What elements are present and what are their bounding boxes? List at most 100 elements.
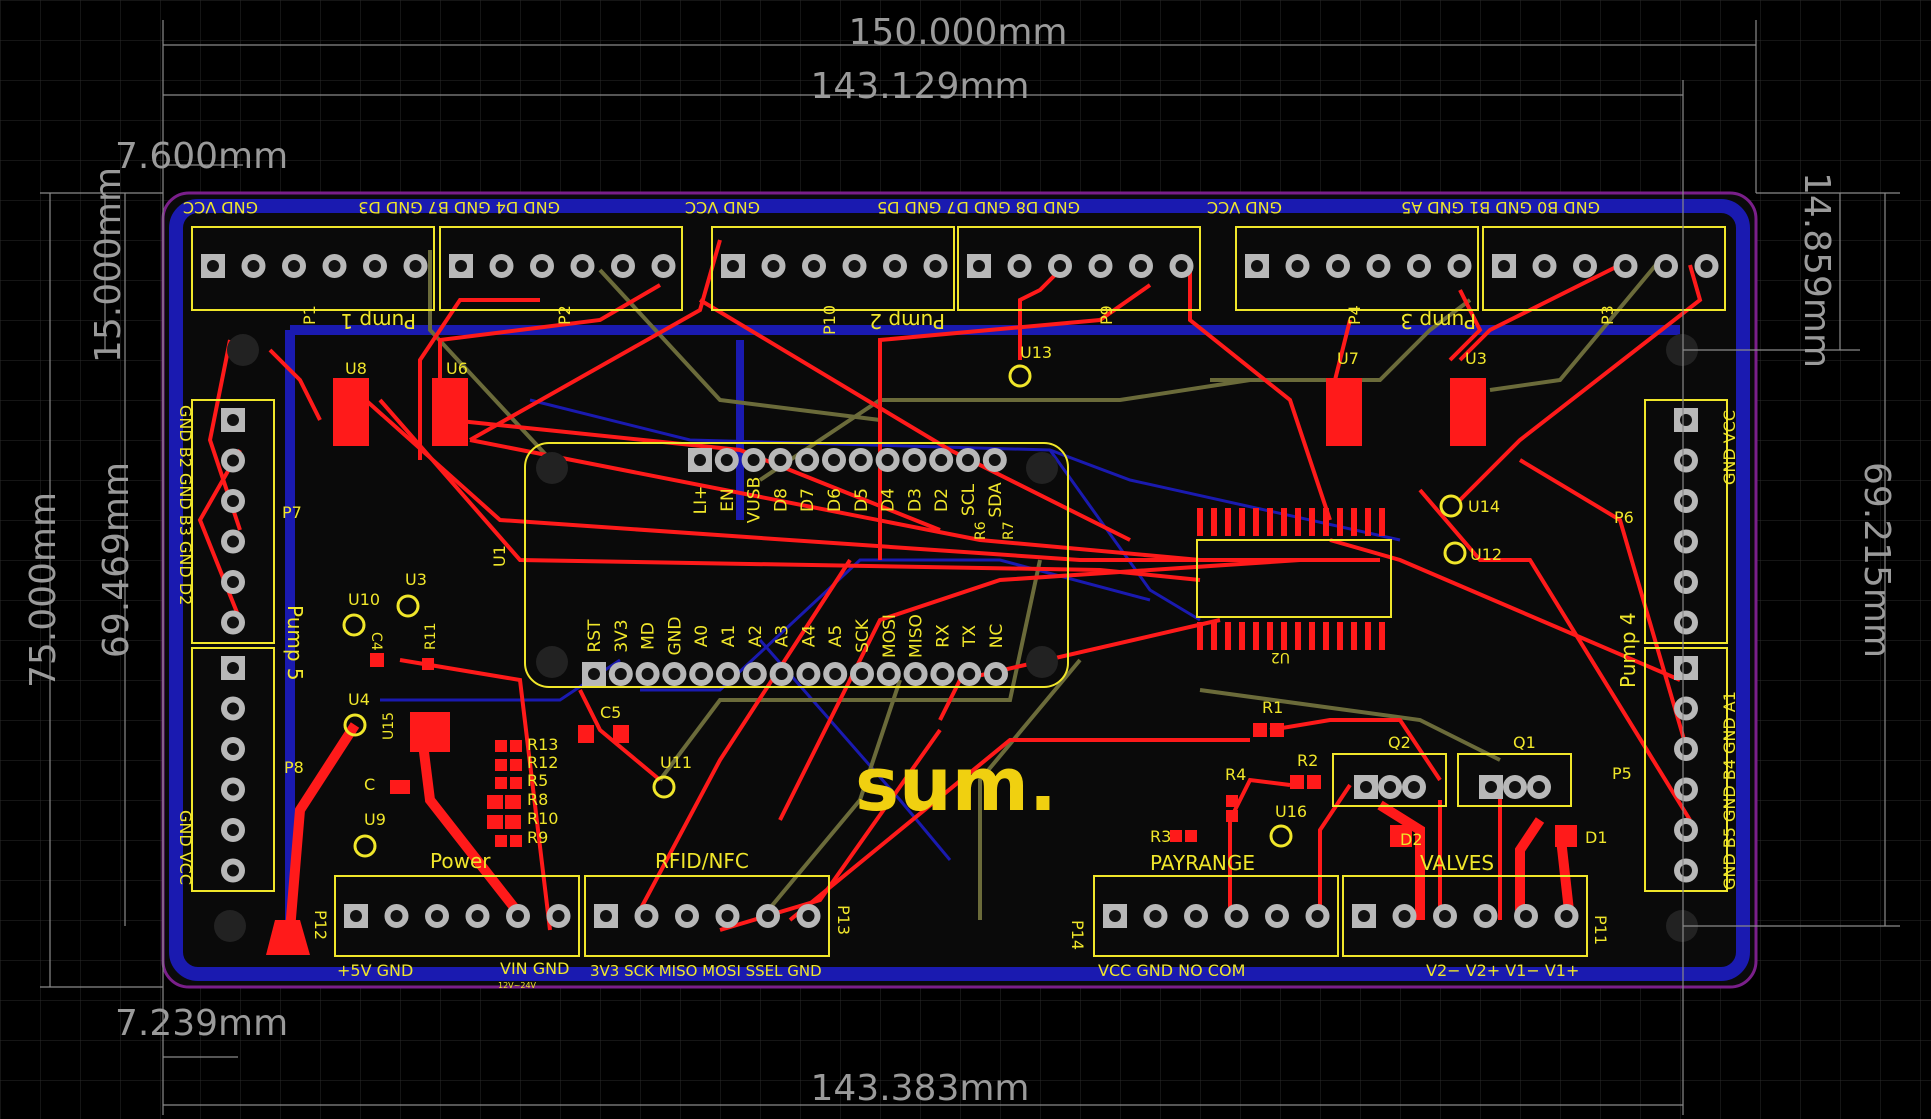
p3-pad-hole: [1498, 260, 1510, 272]
r3-ref: R3: [1150, 827, 1171, 846]
p10-pad-hole: [808, 260, 820, 272]
r8-ref: R8: [527, 790, 548, 809]
p13-pad-hole: [600, 910, 612, 922]
tp-u14: [1439, 494, 1463, 518]
mcu-bottom-pin-label: A0: [692, 625, 712, 647]
p7-pad-hole: [227, 535, 239, 548]
q2-ref: Q2: [1388, 733, 1411, 752]
tp-u10: [342, 613, 366, 637]
c5-ref: C5: [600, 703, 621, 722]
p4-pad-hole: [1251, 260, 1263, 272]
mcu-top-pin-label: D7: [798, 488, 818, 512]
u13-ref: U13: [1020, 343, 1052, 362]
p10-pad-hole: [727, 260, 739, 272]
p6-pad-hole: [1680, 535, 1692, 548]
mcu-top-pin-label: SCL: [959, 483, 979, 516]
p6-outline: [1644, 399, 1728, 644]
p2-pad-hole: [495, 260, 508, 272]
p9-pad-hole: [1094, 260, 1107, 272]
q2-pad-hole: [1360, 781, 1372, 793]
p9-pins: GND D8 GND D7 GND D5: [877, 198, 1080, 217]
u6-body: [432, 378, 468, 446]
p13-pad-hole: [802, 910, 815, 922]
u7-ref: U7: [1337, 349, 1359, 368]
tp-u12: [1443, 541, 1467, 565]
p1-pad-hole: [369, 260, 381, 272]
p7-outline: [191, 399, 275, 644]
mcu-bottom-pin-label: GND: [665, 617, 685, 656]
power-pad: [266, 920, 310, 955]
mcu-top-pin-label: LI+: [691, 486, 711, 515]
tp-u4: [343, 713, 367, 737]
p1-ref: P1: [300, 305, 319, 325]
u1-top-pad-hole: [988, 454, 1001, 466]
p3-pad-hole: [1660, 260, 1672, 272]
p11-pins: V2− V2+ V1− V1+: [1426, 961, 1579, 980]
bottom-traces: [380, 398, 1401, 861]
q1-pad-hole: [1485, 781, 1497, 793]
mcu-top-pin-label: D8: [771, 488, 791, 512]
p12-pad-hole: [350, 910, 362, 922]
pump4-label: Pump 4: [1616, 612, 1640, 688]
p2-pad-hole: [576, 260, 589, 272]
mcu-bottom-pin-label: A5: [826, 625, 846, 647]
p10-pad-hole: [767, 260, 780, 272]
pump1-label: Pump 1: [340, 309, 416, 333]
p5-pad-hole: [1680, 783, 1692, 796]
p12-pad-hole: [431, 910, 443, 922]
p8-outline: [191, 647, 275, 892]
u8-ref: U8: [345, 359, 367, 378]
payrange-label: PAYRANGE: [1150, 851, 1255, 875]
p6-pins: GND VCC: [1720, 410, 1739, 485]
p4-pad-hole: [1413, 260, 1425, 272]
r2-ref: R2: [1297, 751, 1318, 770]
p11-ref: P11: [1591, 915, 1610, 945]
u15-ref: U15: [381, 712, 397, 740]
p13-pad-hole: [681, 910, 693, 922]
u1-bottom-pad-hole: [856, 668, 868, 680]
u10-ref: U10: [348, 590, 380, 609]
mcu-top-pin-label: D6: [825, 488, 845, 512]
dim-inner-width: 143.129mm: [810, 66, 1029, 107]
r6-ref: R6: [973, 521, 989, 540]
p11-outline: [1342, 875, 1588, 957]
u1-top-pad-hole: [801, 454, 814, 466]
u1-top-pad-hole: [747, 454, 760, 466]
p4-pad-hole: [1291, 260, 1304, 272]
p14-ref: P14: [1068, 920, 1087, 950]
p5-pins: GND B5 GND B4 GND A1: [1720, 691, 1739, 890]
dim-right-offset: 14.859mm: [1796, 172, 1837, 368]
mcu-hole-br: [1026, 646, 1058, 678]
p7-pad-hole: [227, 616, 239, 629]
u2-outline: [1196, 539, 1392, 618]
p8-pins: GND VCC: [176, 810, 195, 885]
p12-outline: [334, 875, 580, 957]
u1-bottom-pad-hole: [641, 668, 654, 680]
header-boxes: [191, 226, 1728, 957]
p12-pad-hole: [552, 910, 565, 922]
u1-bottom-pad-hole: [695, 668, 708, 680]
top-traces: [197, 239, 1703, 932]
u1-top-pad-hole: [774, 454, 787, 466]
p1-pad-hole: [288, 260, 300, 272]
p3-pad-hole: [1538, 260, 1551, 272]
u1-bottom-pad-hole: [909, 668, 922, 680]
ic-components: [266, 378, 1577, 955]
p5-pad-hole: [1680, 702, 1692, 715]
q1-pad-hole: [1533, 781, 1545, 793]
dim-right-height: 69.215mm: [1856, 462, 1897, 658]
p7-pad-hole: [227, 576, 239, 588]
dim-left-height: 15.000mm: [88, 167, 129, 363]
p13-pins: 3V3 SCK MISO MOSI SSEL GND: [590, 962, 822, 980]
mcu-bottom-pin-label: A4: [799, 625, 819, 647]
p3-ref: P3: [1598, 305, 1617, 325]
u1-top-pad-hole: [694, 454, 706, 466]
p14-pins: VCC GND NO COM: [1098, 961, 1245, 980]
r7-ref: R7: [1001, 521, 1017, 540]
p14-pad-hole: [1109, 910, 1121, 922]
ground-ring: [169, 199, 1750, 981]
p4-pad-hole: [1453, 260, 1466, 272]
mcu-bottom-pin-label: MD: [639, 622, 659, 650]
p9-pad-hole: [973, 260, 985, 272]
